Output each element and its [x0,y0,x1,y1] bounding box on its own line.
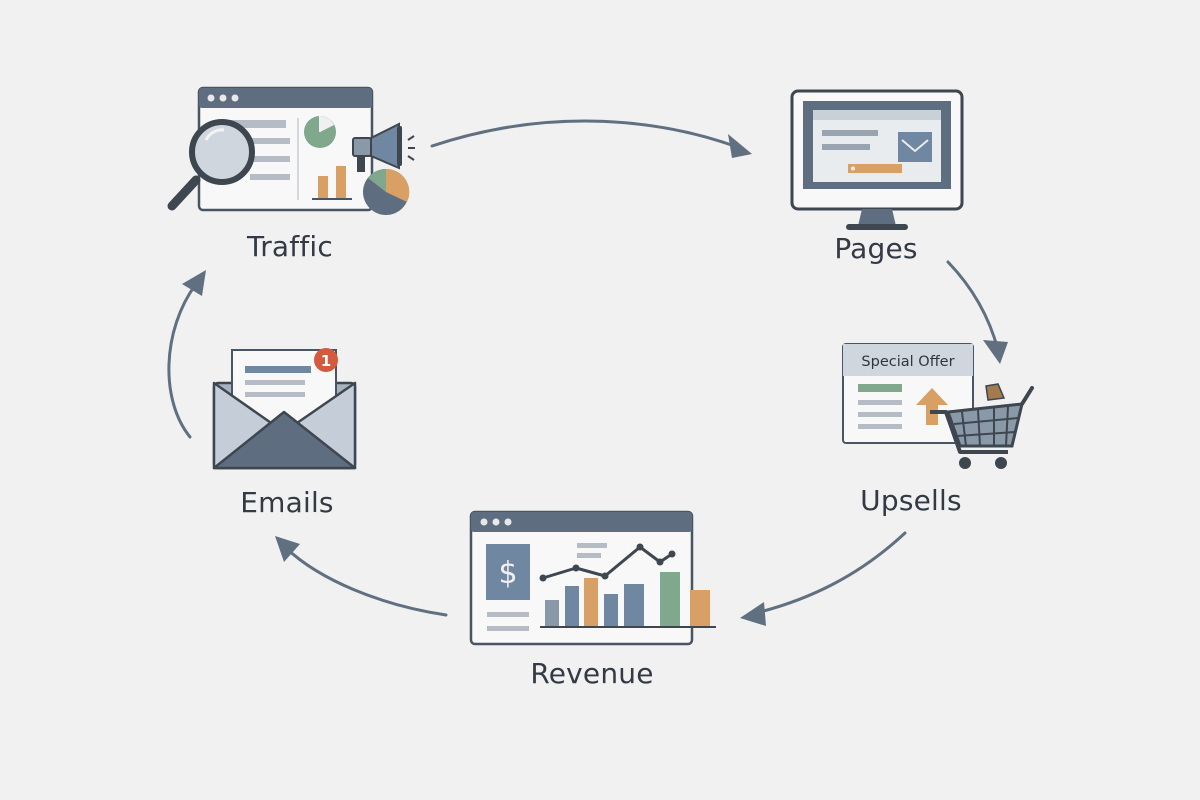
arrow-traffic-to-pages [430,119,742,150]
flow-arrows [167,119,1008,626]
upsells-label: Upsells [860,484,962,517]
arrow-pages-to-upsells-head [983,340,1008,364]
bar-chart-icon [540,572,716,628]
traffic-label: Traffic [247,230,333,263]
arrow-emails-to-traffic [167,282,198,439]
dollar-symbol: $ [498,556,517,591]
pie-chart-icon [363,168,410,215]
arrow-emails-to-traffic-head [182,270,206,296]
dollar-icon [486,544,530,600]
bar-chart-icon [312,166,352,200]
offer-window-icon [842,343,974,444]
pages-node [790,89,964,230]
arrow-revenue-to-emails [284,546,448,617]
upsells-node [842,343,1034,469]
notification-badge-icon [314,348,338,372]
browser-window-icon [197,86,374,212]
line-chart-icon [539,543,676,582]
traffic-node [167,86,415,215]
up-arrow-icon [916,388,948,425]
pie-chart-icon [304,116,336,148]
magnifier-icon [167,119,255,211]
arrow-pages-to-upsells [946,260,1000,352]
image-icon [898,132,932,162]
arrow-revenue-to-emails-head [275,536,300,562]
envelope-icon [212,349,357,470]
arrow-upsells-to-revenue-head [740,602,766,626]
emails-node [212,348,357,470]
emails-label: Emails [240,486,334,519]
offer-banner-text: Special Offer [861,354,954,370]
notification-count: 1 [321,352,331,370]
revenue-label: Revenue [530,657,654,690]
arrow-traffic-to-pages-head [728,134,752,158]
pages-label: Pages [834,232,918,265]
shopping-cart-icon [930,383,1034,469]
megaphone-icon [352,122,415,172]
monitor-icon [790,89,964,230]
revenue-node [469,510,716,646]
arrow-upsells-to-revenue [750,531,907,616]
